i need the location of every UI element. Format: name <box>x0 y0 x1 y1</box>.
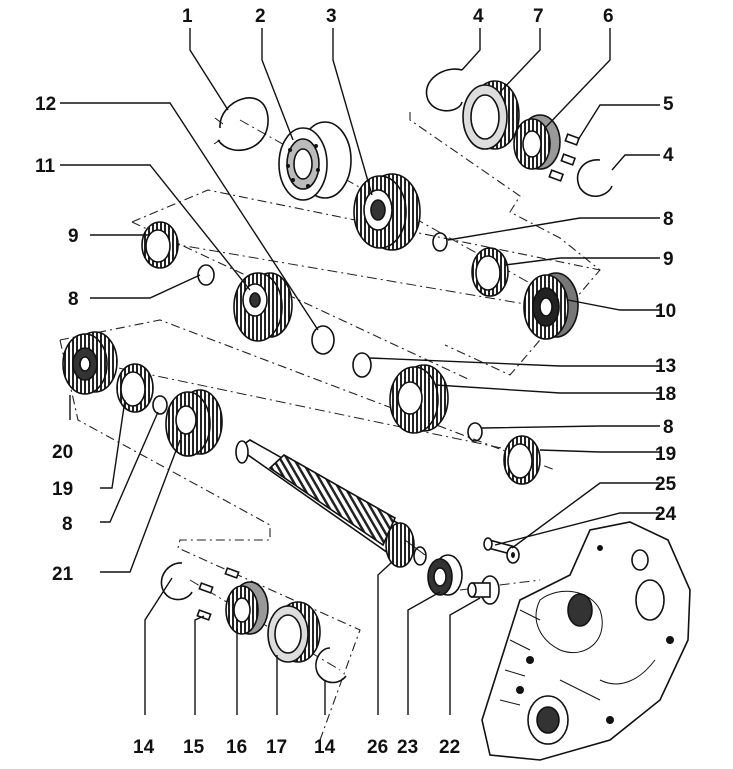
label-21: 21 <box>52 564 74 585</box>
label-24: 24 <box>655 504 677 525</box>
label-19-left: 19 <box>52 479 73 500</box>
label-8-top: 8 <box>663 209 674 230</box>
label-8-mid: 8 <box>663 417 674 438</box>
circlip-8-mid <box>467 422 483 442</box>
label-8-low: 8 <box>62 514 73 535</box>
boundary-upper-right <box>409 112 601 376</box>
label-26: 26 <box>367 737 388 758</box>
leader-lines <box>60 28 660 715</box>
circlip-8-left <box>197 264 215 286</box>
label-10: 10 <box>655 301 676 322</box>
bearing-23 <box>427 554 463 596</box>
label-14-left: 14 <box>133 737 155 758</box>
synchro-ring-17 <box>267 601 321 663</box>
label-2: 2 <box>255 6 266 27</box>
gear-20 <box>62 331 118 395</box>
main-shaft-26 <box>235 439 427 568</box>
bearing-2 <box>278 121 352 201</box>
circlip-4-upper <box>425 68 463 112</box>
label-9-left: 9 <box>68 226 79 247</box>
gear-21 <box>165 389 223 457</box>
label-9-right: 9 <box>663 249 674 270</box>
synchro-ring-9-left <box>141 221 179 269</box>
bolt-24 <box>483 537 514 555</box>
label-6: 6 <box>603 6 614 27</box>
circlip-14-left <box>160 562 193 601</box>
gearbox-housing <box>481 521 691 761</box>
circlip-8-top <box>432 232 448 252</box>
synchro-ring-19-left <box>116 363 154 413</box>
axis-mid <box>149 239 561 311</box>
label-8-left: 8 <box>68 289 79 310</box>
synchro-hub-6 <box>513 114 561 170</box>
gear-3 <box>353 173 421 251</box>
label-17: 17 <box>266 737 287 758</box>
axis-low <box>79 359 536 456</box>
ring-13 <box>352 352 372 378</box>
boundary-diagonal-1 <box>131 221 471 381</box>
part-labels: 1 2 3 4 7 6 5 4 12 11 9 8 8 9 10 13 18 8… <box>35 6 677 758</box>
label-13: 13 <box>655 356 676 377</box>
label-7: 7 <box>533 6 544 27</box>
gear-18 <box>389 364 449 434</box>
synchro-ring-19-right <box>503 435 541 485</box>
label-5: 5 <box>663 94 674 115</box>
label-11: 11 <box>35 156 56 177</box>
label-18: 18 <box>655 384 676 405</box>
synchro-ring-7 <box>462 80 520 150</box>
label-16: 16 <box>226 737 247 758</box>
ring-12 <box>311 325 335 355</box>
circlip-1 <box>213 97 269 151</box>
label-25: 25 <box>655 474 677 495</box>
circlip-8-low <box>152 395 168 415</box>
label-12: 12 <box>35 94 56 115</box>
label-4-top: 4 <box>473 6 484 27</box>
gear-11 <box>233 272 293 342</box>
boundary-lower-left <box>59 339 361 741</box>
label-3: 3 <box>326 6 337 27</box>
label-23: 23 <box>397 737 418 758</box>
circlip-14-right <box>315 647 347 684</box>
circlip-4-lower <box>576 159 613 197</box>
label-15: 15 <box>183 737 205 758</box>
axis-bottom <box>189 579 341 671</box>
label-1: 1 <box>182 6 193 27</box>
label-14-right: 14 <box>314 737 336 758</box>
shift-keys-5 <box>548 133 581 182</box>
gear-10 <box>523 272 579 340</box>
label-19-right: 19 <box>655 444 676 465</box>
washer-25 <box>506 546 520 564</box>
keys-15 <box>196 567 240 621</box>
sleeve-22 <box>467 575 500 605</box>
label-22: 22 <box>439 737 460 758</box>
synchro-hub-16 <box>225 581 269 635</box>
label-20: 20 <box>52 442 73 463</box>
axis-shaft-end <box>459 579 541 591</box>
synchro-ring-9-right <box>471 247 509 297</box>
label-4-right: 4 <box>663 145 674 166</box>
boundary-top <box>131 189 601 271</box>
